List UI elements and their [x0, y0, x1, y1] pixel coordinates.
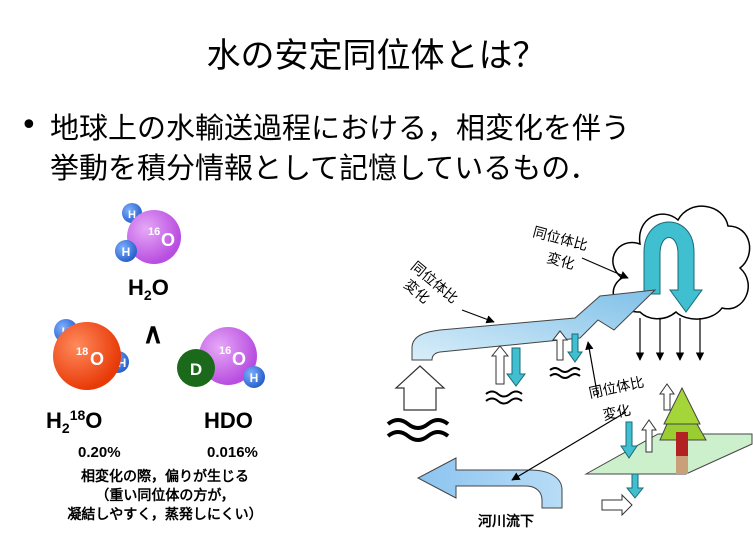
- o16-mass-label: 16: [148, 226, 160, 238]
- hdo-molecule: D H 16 O: [177, 327, 265, 388]
- h-atom-label: H: [250, 371, 259, 385]
- h218o-abundance: 0.20%: [78, 444, 121, 461]
- phase-change-note: 相変化の際，偏りが生じる （重い同位体の方が， 凝結しやすく，蒸発しにくい）: [30, 468, 300, 525]
- bullet-line-2: 挙動を積分情報として記憶しているもの．: [50, 151, 599, 185]
- o16-mass-label: 16: [219, 345, 231, 357]
- o18-mass-label: 18: [76, 346, 88, 358]
- cloud-circulation-arrow: [643, 221, 703, 313]
- h218o-molecule: H H 18 O: [53, 319, 129, 390]
- h-atom: [115, 240, 137, 262]
- exchange-arrows-2: [551, 330, 583, 363]
- note-line-3: 凝結しやすく，蒸発しにくい）: [67, 507, 263, 523]
- bullet-dot: •: [20, 108, 38, 143]
- cloud-isotope-label-2: 変化: [545, 249, 576, 272]
- cloud-isotope-label-1: 同位体比: [531, 223, 589, 253]
- land-isotope-label-2: 変化: [601, 401, 632, 422]
- h-atom-label: H: [122, 245, 131, 259]
- d-atom: [177, 349, 215, 387]
- note-line-1: 相変化の際，偏りが生じる: [81, 469, 249, 485]
- small-waves-1: [485, 390, 523, 405]
- o18-atom: [53, 322, 121, 390]
- bullet-line-1: 地球上の水輸送過程における，相変化を伴う: [50, 111, 631, 145]
- o16-atom: [127, 210, 181, 264]
- o-atom-label: O: [90, 349, 104, 369]
- ocean-waves: [386, 418, 450, 442]
- exchange-arrows-1: [490, 345, 526, 387]
- land-isotope-label-1: 同位体比: [587, 374, 645, 401]
- h-atom-label: H: [128, 209, 136, 221]
- comparison-symbol: ∧: [143, 318, 164, 349]
- h218o-label: H218O: [46, 407, 102, 436]
- river-runoff-arrow: [416, 457, 563, 509]
- slide-title: 水の安定同位体とは？: [206, 36, 547, 76]
- h2o-label: H2O: [128, 275, 169, 303]
- hdo-label: HDO: [204, 408, 253, 433]
- h2o-molecule: H H 16 O: [115, 203, 181, 264]
- small-waves-2: [549, 367, 581, 379]
- evaporation-arrow: [394, 365, 446, 411]
- hdo-abundance: 0.016%: [207, 444, 258, 461]
- vapor-transport-arrow: [411, 289, 657, 361]
- note-line-2: （重い同位体の方が，: [95, 488, 235, 504]
- tree: [659, 386, 707, 474]
- h-atom: [243, 366, 265, 388]
- rain-arrows: [635, 318, 705, 361]
- o-atom-label: O: [161, 230, 175, 250]
- river-runoff-label: 河川流下: [478, 513, 534, 529]
- callout-lines: [461, 257, 629, 481]
- d-atom-label: D: [190, 360, 202, 379]
- h-atom-label: H: [118, 356, 127, 370]
- land-exchange-arrows: [601, 383, 675, 517]
- o-atom-label: O: [232, 349, 246, 369]
